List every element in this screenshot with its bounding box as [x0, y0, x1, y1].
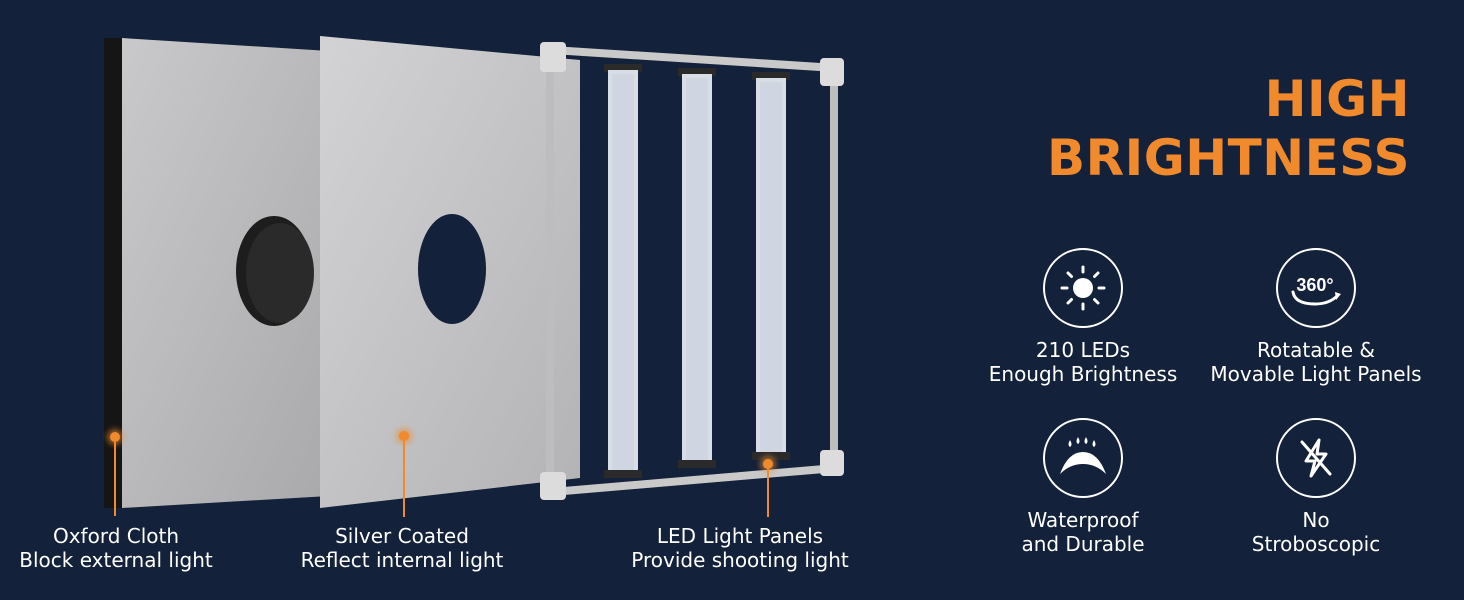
- feature-icon-circle: [1043, 418, 1123, 498]
- feature-label: 210 LEDs Enough Brightness: [953, 338, 1213, 386]
- feature-rotatable: 360° Rotatable & Movable Light Panels: [1186, 248, 1446, 386]
- led-bar-3: [752, 72, 790, 460]
- feature-icon-circle: 360°: [1276, 248, 1356, 328]
- feature-desc: Movable Light Panels: [1210, 362, 1422, 386]
- waterproof-icon: [1060, 437, 1106, 474]
- pointer-line-oxford: [114, 442, 116, 516]
- feature-title: 210 LEDs: [1035, 338, 1131, 362]
- no-strobe-icon: [1300, 438, 1332, 478]
- headline: HIGH BRIGHTNESS: [1047, 70, 1410, 188]
- feature-desc: Enough Brightness: [988, 362, 1178, 386]
- feature-title: No: [1302, 508, 1330, 532]
- feature-leds: 210 LEDs Enough Brightness: [953, 248, 1213, 386]
- feature-no-strobe: No Stroboscopic: [1186, 418, 1446, 556]
- headline-line2: BRIGHTNESS: [1047, 129, 1410, 187]
- feature-label: Waterproof and Durable: [953, 508, 1213, 556]
- silver-coated-caption: Silver Coated Reflect internal light: [292, 524, 512, 572]
- feature-desc: and Durable: [1021, 532, 1145, 556]
- oxford-cloth-panel: [104, 38, 329, 508]
- feature-label: Rotatable & Movable Light Panels: [1186, 338, 1446, 386]
- pointer-dot-silver: [399, 431, 409, 441]
- pointer-line-led: [767, 469, 769, 517]
- headline-line1: HIGH: [1264, 70, 1410, 128]
- feature-title: Rotatable &: [1257, 338, 1375, 362]
- feature-title: Waterproof: [1027, 508, 1139, 532]
- caption-title: LED Light Panels: [656, 524, 824, 548]
- silver-coated-panel: [320, 36, 580, 508]
- caption-desc: Block external light: [19, 548, 213, 572]
- caption-title: Oxford Cloth: [52, 524, 180, 548]
- sun-icon: [1060, 265, 1106, 311]
- caption-title: Silver Coated: [335, 524, 469, 548]
- feature-icon-circle: [1276, 418, 1356, 498]
- led-frame: [540, 42, 844, 500]
- oxford-cloth-caption: Oxford Cloth Block external light: [16, 524, 216, 572]
- pointer-line-silver: [403, 441, 405, 517]
- rotate-360-text: 360°: [1296, 275, 1333, 295]
- feature-desc: Stroboscopic: [1251, 532, 1381, 556]
- led-bar-1: [604, 64, 642, 478]
- led-panels-caption: LED Light Panels Provide shooting light: [620, 524, 860, 572]
- feature-waterproof: Waterproof and Durable: [953, 418, 1213, 556]
- caption-desc: Reflect internal light: [300, 548, 504, 572]
- pointer-dot-oxford: [110, 432, 120, 442]
- rotate-360-icon: 360°: [1291, 275, 1341, 306]
- caption-desc: Provide shooting light: [631, 548, 849, 572]
- pointer-dot-led: [763, 459, 773, 469]
- led-bar-2: [678, 68, 716, 468]
- feature-label: No Stroboscopic: [1186, 508, 1446, 556]
- feature-icon-circle: [1043, 248, 1123, 328]
